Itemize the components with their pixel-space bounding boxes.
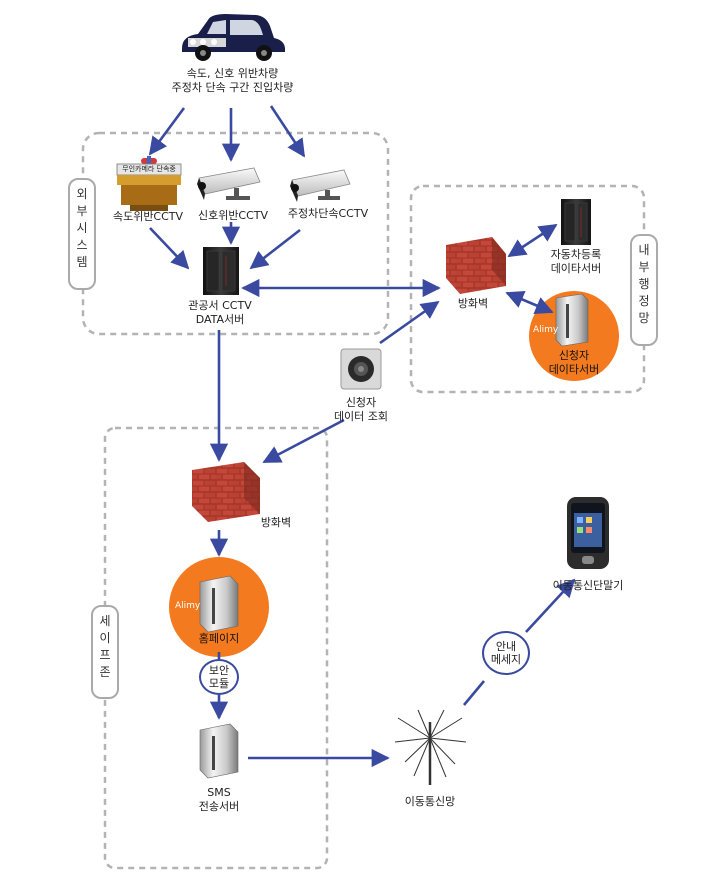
signal-cctv-label: 신호위반CCTV — [197, 209, 269, 222]
speed-camera-icon — [116, 156, 182, 211]
arrow-parking-server — [249, 228, 301, 270]
parking-cctv-icon — [290, 169, 351, 202]
cctv-data-server-icon — [203, 247, 239, 295]
arrow-car-parking — [269, 105, 306, 158]
arrow-car-speed — [148, 107, 186, 156]
alimy-label: Alimy — [175, 601, 201, 611]
mobile-phone-icon — [567, 497, 609, 569]
homepage-server-icon: Alimy — [175, 575, 239, 633]
arrow-query-firewall — [379, 300, 440, 345]
car-icon — [182, 14, 285, 61]
vehicle-registration-server-icon — [561, 199, 591, 245]
speed-cctv-label: 속도위반CCTV — [112, 210, 184, 223]
arrow-antenna-message — [463, 680, 485, 706]
internal-firewall-label: 방화벽 — [457, 297, 489, 310]
arrow-query-safezone-firewall — [262, 418, 345, 464]
internal-firewall-icon — [446, 237, 506, 294]
safezone-firewall-icon — [192, 462, 260, 522]
alimy-label: Alimy — [533, 325, 559, 335]
parking-cctv-label: 주정차단속CCTV — [287, 207, 369, 220]
sms-server-icon — [199, 723, 239, 779]
safezone-firewall-label: 방화벽 — [260, 516, 292, 529]
applicant-db-server-icon: Alimy — [533, 293, 589, 347]
speed-sign-text: 무인카메라 단속중 — [122, 165, 176, 173]
arrow-message-phone — [525, 578, 576, 633]
arrow-firewall-vehicledb — [507, 223, 558, 258]
arrow-speed-server — [149, 227, 190, 270]
mobile-phone-label: 이동통신단말기 — [552, 579, 624, 592]
internal-network-box — [409, 184, 646, 394]
homepage-label: 홈페이지 — [198, 632, 240, 645]
signal-cctv-icon — [197, 167, 261, 200]
antenna-label: 이동통신망 — [404, 795, 456, 808]
arrow-firewall-applicantdb — [505, 290, 554, 315]
applicant-query-device-icon — [340, 348, 382, 390]
antenna-icon — [394, 709, 467, 785]
